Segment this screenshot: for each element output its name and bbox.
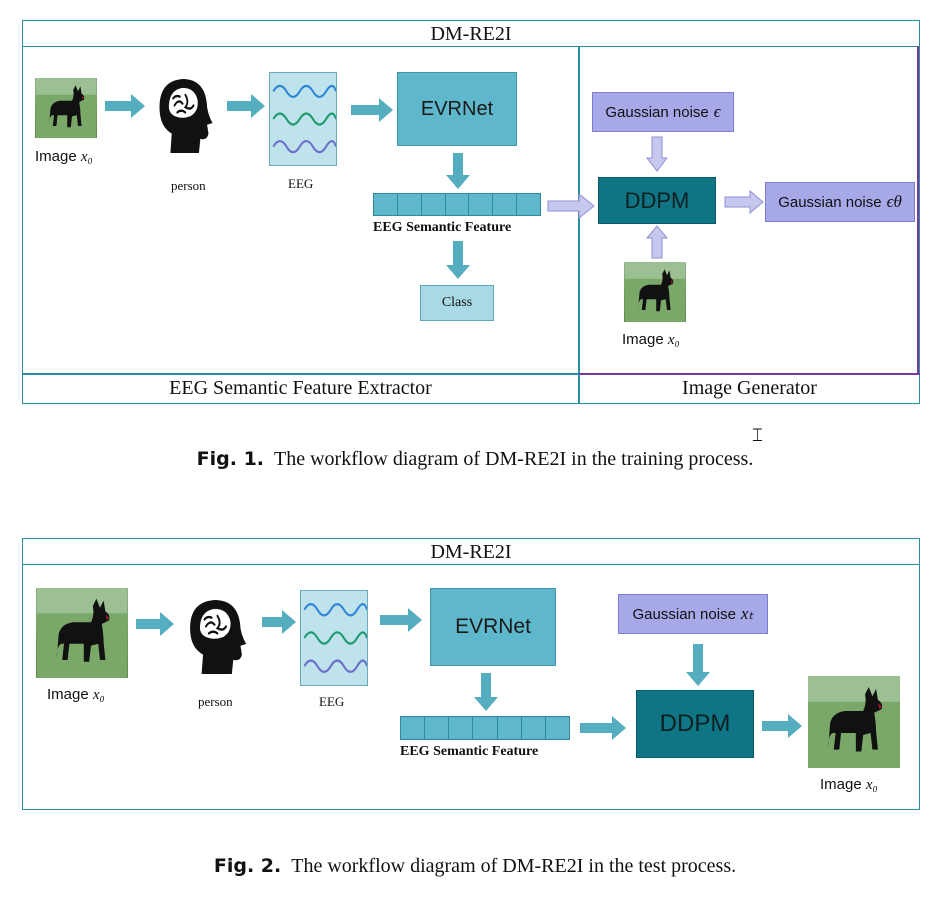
arrow-right-icon (262, 610, 296, 634)
figure-1-caption: Fig. 1.The workflow diagram of DM-RE2I i… (196, 448, 754, 470)
text-cursor-icon: ⌶ (752, 425, 763, 446)
eeg-wave-icon (300, 590, 368, 686)
dog-photo (36, 588, 128, 678)
feature-vector-strip (400, 716, 570, 740)
eeg-label: EEG (288, 176, 314, 191)
arrow-right-icon (351, 98, 393, 122)
figure-1-divider (578, 46, 580, 403)
person-label: person (171, 178, 206, 193)
feature-label: EEG Semantic Feature (400, 744, 539, 759)
figure-2-title: DM-RE2I (23, 539, 919, 565)
arrow-right-icon (724, 190, 764, 214)
arrow-right-icon (136, 612, 174, 636)
arrow-up-icon (646, 225, 668, 259)
figure-1-frame: DM-RE2I (22, 20, 920, 404)
ddpm-block: DDPM (598, 177, 716, 224)
person-label: person (198, 694, 233, 709)
arrow-right-icon (547, 193, 595, 219)
image-x0-label: Image x₀ (47, 686, 105, 703)
figure-2-frame: DM-RE2I (22, 538, 920, 810)
generator-frame-edge (917, 46, 919, 374)
class-box: Class (420, 285, 494, 321)
dog-photo (35, 78, 97, 138)
arrow-down-icon (446, 241, 470, 279)
arrow-right-icon (580, 716, 626, 740)
evrnet-block: EVRNet (430, 588, 556, 666)
head-brain-icon (150, 72, 218, 160)
generator-image-x0-label: Image x₀ (622, 331, 680, 348)
eeg-wave-icon (269, 72, 337, 166)
arrow-down-icon (474, 673, 498, 711)
generator-section-label: Image Generator (682, 377, 817, 399)
extractor-section-label: EEG Semantic Feature Extractor (169, 377, 432, 399)
arrow-down-icon (686, 644, 710, 686)
arrow-right-icon (380, 608, 422, 632)
feature-vector-strip (373, 193, 541, 216)
feature-label: EEG Semantic Feature (373, 220, 512, 235)
figure-2-caption: Fig. 2.The workflow diagram of DM-RE2I i… (213, 855, 737, 877)
head-brain-icon (180, 593, 252, 681)
arrow-right-icon (105, 94, 145, 118)
dog-photo (808, 676, 900, 768)
evrnet-block: EVRNet (397, 72, 517, 146)
arrow-down-icon (646, 136, 668, 172)
ddpm-block: DDPM (636, 690, 754, 758)
eeg-label: EEG (319, 694, 345, 709)
section-bar-line (22, 373, 920, 375)
arrow-right-icon (227, 94, 265, 118)
arrow-down-icon (446, 153, 470, 189)
generator-section-line (579, 373, 920, 375)
dog-photo (624, 262, 686, 322)
output-image-x0-label: Image x₀ (820, 776, 878, 793)
arrow-right-icon (762, 714, 802, 738)
figure-1-title: DM-RE2I (23, 21, 919, 47)
image-x0-label: Image x₀ (35, 148, 93, 165)
